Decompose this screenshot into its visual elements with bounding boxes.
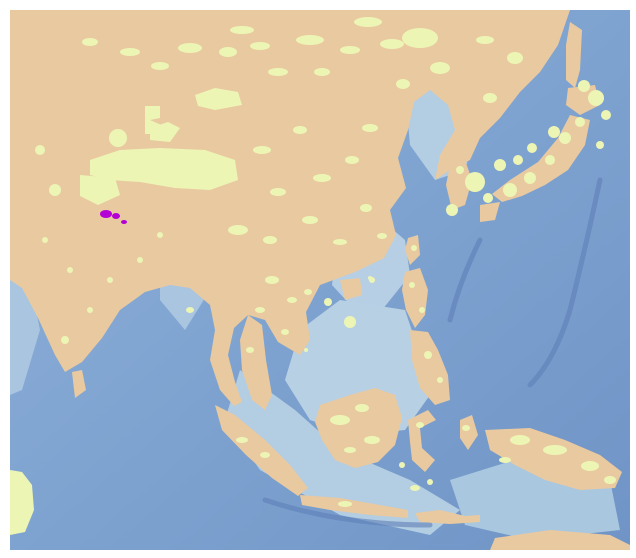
ocean-trenches <box>262 177 603 528</box>
highlight-site <box>112 213 120 219</box>
highlight-site <box>121 220 127 224</box>
highlight-site <box>100 210 112 218</box>
map-view[interactable] <box>10 10 630 550</box>
map-svg <box>10 10 630 550</box>
protected-areas <box>10 17 616 535</box>
highlighted-sites <box>100 210 127 224</box>
